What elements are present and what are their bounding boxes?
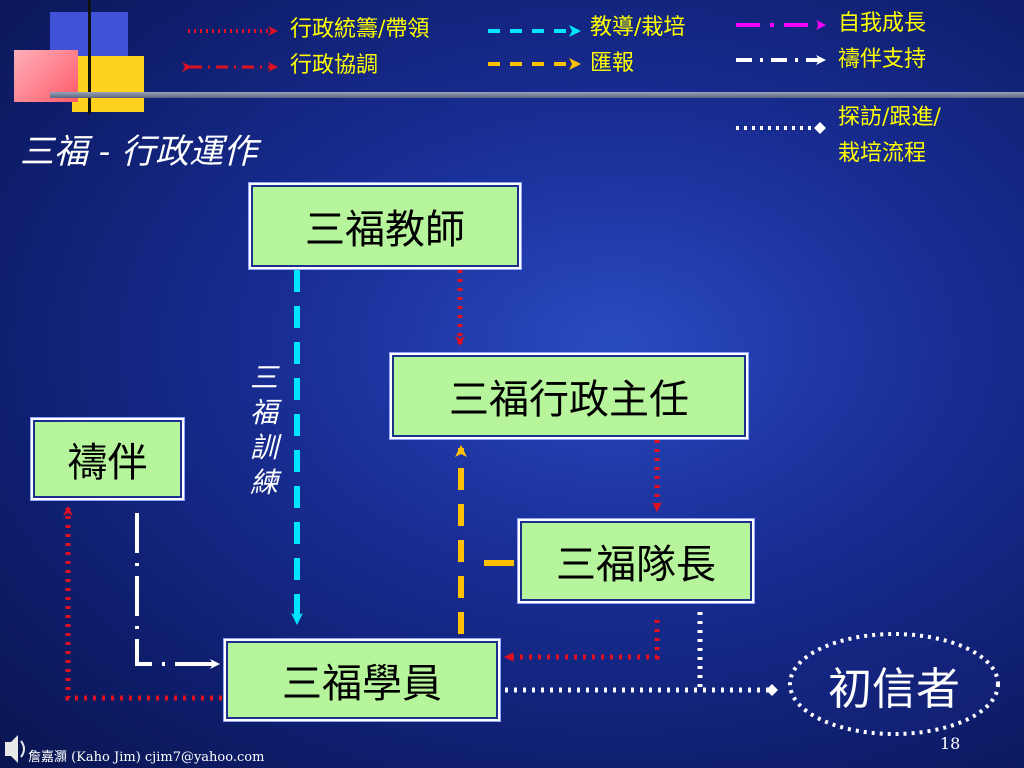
legend-report-label: 匯報 <box>590 51 635 76</box>
deco-yellow-square <box>72 56 144 112</box>
edge-trainee-prayer <box>63 506 222 701</box>
legend-admin-lead-label: 行政統籌/帶領 <box>290 17 430 42</box>
legend-admin-coordination-label: 行政協調 <box>290 53 379 78</box>
legend-prayer-support-label: 禱伴支持 <box>838 47 927 72</box>
node-director: 三福行政主任 <box>390 353 748 439</box>
node-trainee: 三福學員 <box>224 639 500 721</box>
footer-author: 詹嘉灝 (Kaho Jim) cjim7@yahoo.com <box>28 750 265 765</box>
legend-self-growth-label: 自我成長 <box>838 11 927 36</box>
node-captain: 三福隊長 <box>518 519 754 603</box>
node-prayer-partner: 禱伴 <box>31 418 184 500</box>
training-vertical-label: 三福訓練 <box>249 361 278 499</box>
legend-guidance-label: 教導/栽培 <box>590 15 686 40</box>
new-believer-ellipse <box>788 632 1000 736</box>
node-teacher: 三福教師 <box>249 183 521 269</box>
legend-visit-label-2: 栽培流程 <box>838 141 927 166</box>
deco-vertical-line <box>88 0 91 114</box>
edge-prayer-trainee <box>135 513 220 669</box>
edge-captain-trainee <box>504 620 660 662</box>
slide-title: 三福 - 行政運作 <box>20 132 258 172</box>
node-new-believer: 初信者 <box>828 664 960 715</box>
page-number: 18 <box>940 734 961 753</box>
legend-visit-label: 探訪/跟進/ <box>838 105 941 130</box>
speaker-icon <box>5 735 25 763</box>
deco-horizontal-bar <box>50 92 1024 98</box>
